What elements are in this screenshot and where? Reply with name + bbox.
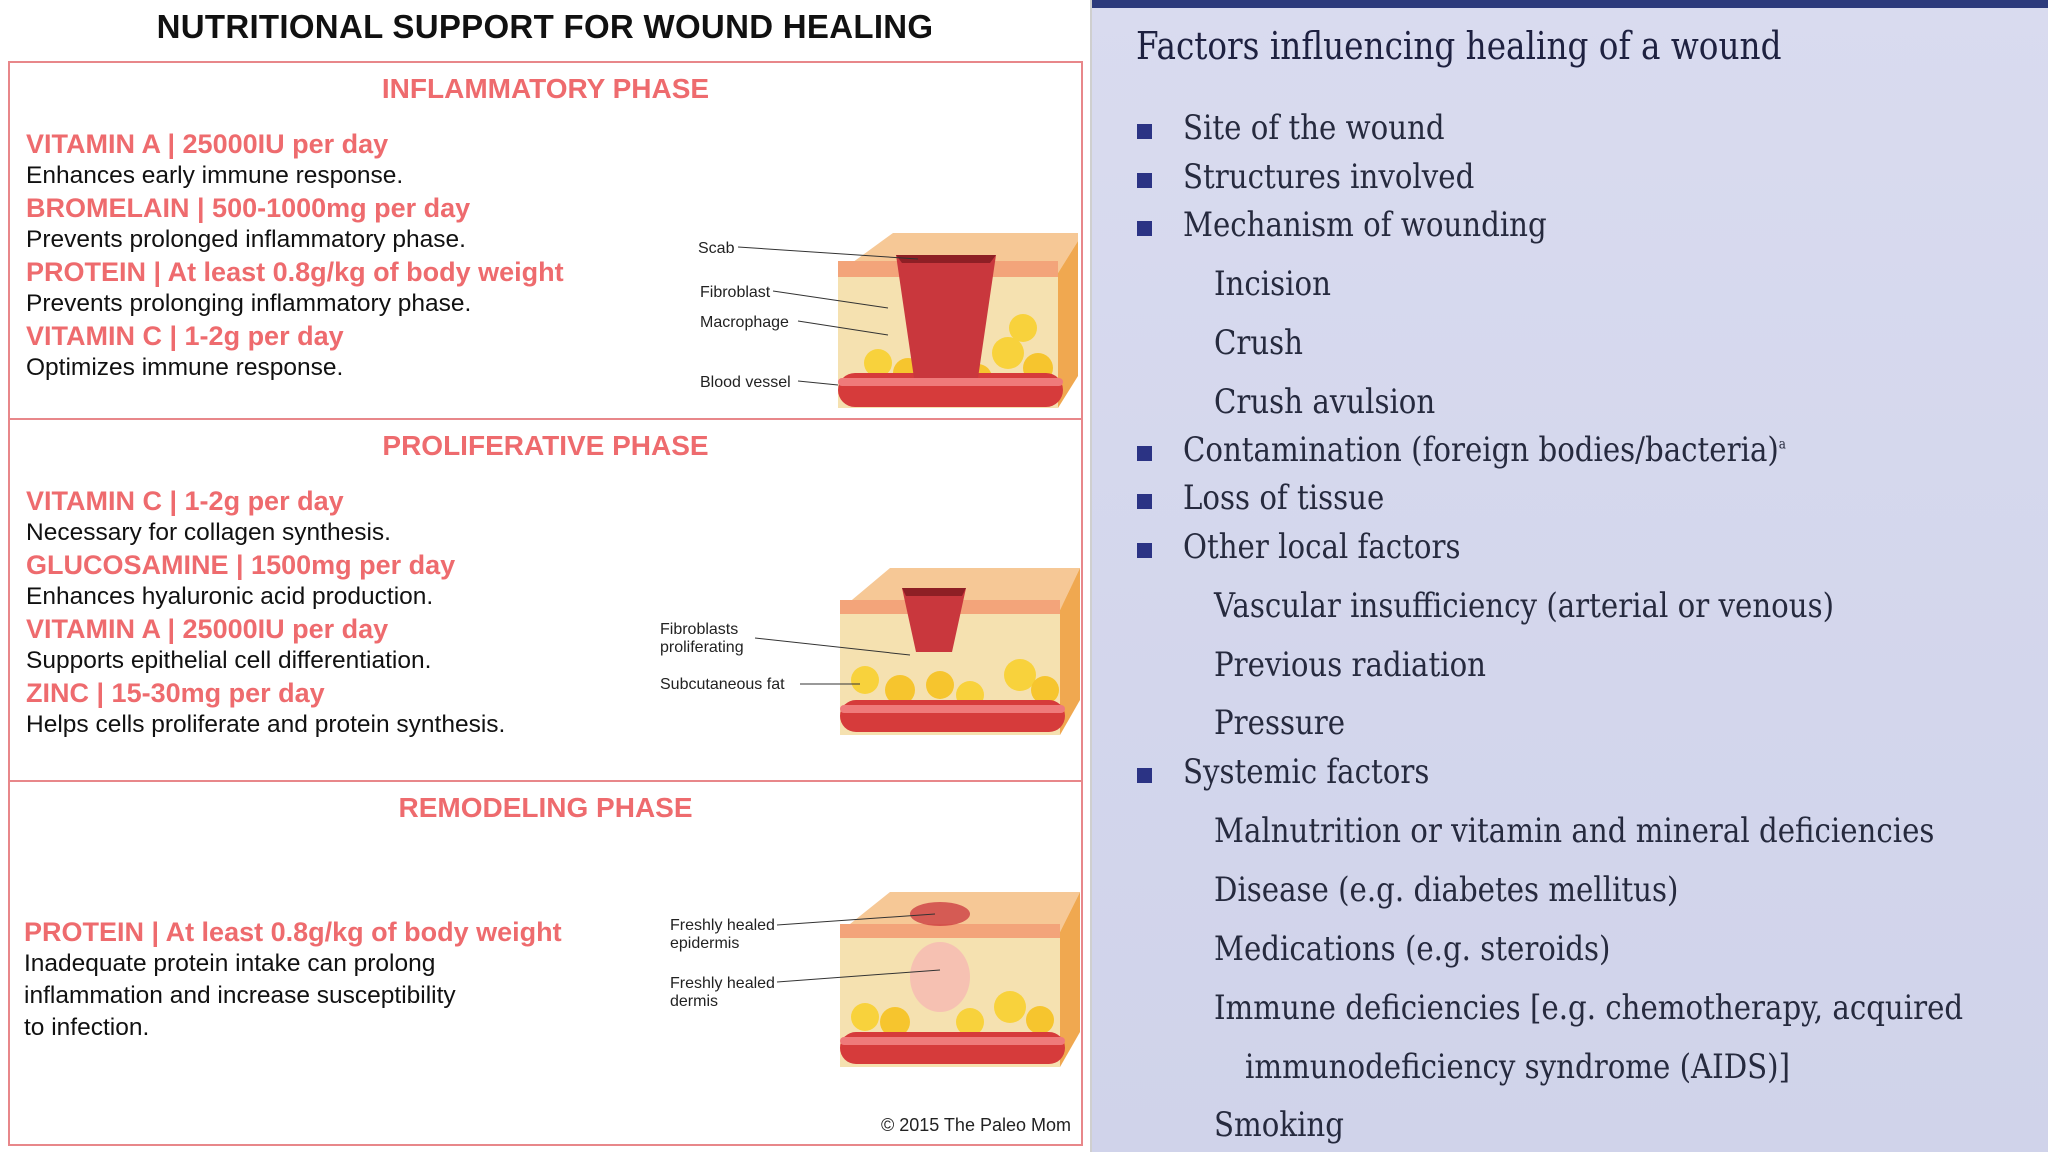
- item-name: GLUCOSAMINE | 1500mg per day: [26, 550, 456, 580]
- item-desc: Enhances early immune response.: [26, 162, 404, 189]
- item-name: VITAMIN C | 1-2g per day: [26, 486, 344, 516]
- remodeling-phase-box: REMODELING PHASE PROTEIN | At least 0.8g…: [8, 780, 1083, 1146]
- factor-subline: Incision: [1214, 264, 1331, 304]
- proliferative-item-list: VITAMIN C | 1-2g per day Necessary for c…: [26, 485, 505, 741]
- item-desc: Necessary for collagen synthesis.: [26, 519, 391, 546]
- item-name: PROTEIN | At least 0.8g/kg of body weigh…: [26, 257, 564, 287]
- item-name: BROMELAIN | 500-1000mg per day: [26, 193, 471, 223]
- label-proliferating: proliferating: [660, 639, 744, 656]
- factor-subline: Pressure: [1214, 703, 1346, 743]
- label-fibroblast: Fibroblast: [700, 284, 771, 301]
- bullet-icon: [1137, 173, 1152, 188]
- factor-subline: immunodeficiency syndrome (AIDS)]: [1245, 1047, 1790, 1087]
- item-desc: Inadequate protein intake can prolong: [24, 950, 436, 977]
- bullet-icon: [1137, 446, 1152, 461]
- inflammatory-item-list: VITAMIN A | 25000IU per day Enhances ear…: [26, 128, 564, 384]
- nutrition-panel: NUTRITIONAL SUPPORT FOR WOUND HEALING IN…: [8, 8, 1083, 1146]
- label-epidermis: epidermis: [670, 935, 739, 952]
- label-dermis: dermis: [670, 993, 718, 1010]
- copyright-text: © 2015 The Paleo Mom: [880, 1115, 1071, 1135]
- item-desc: Enhances hyaluronic acid production.: [26, 583, 434, 610]
- item-name: PROTEIN | At least 0.8g/kg of body weigh…: [24, 917, 562, 947]
- inflammatory-skin-illustration: Scab Fibroblast Macrophage Blood vessel: [698, 233, 1078, 408]
- bullet-icon: [1137, 124, 1152, 139]
- bullet-icon: [1137, 494, 1152, 509]
- bullet-icon: [1137, 221, 1152, 236]
- proliferative-phase-box: PROLIFERATIVE PHASE VITAMIN C | 1-2g per…: [8, 418, 1083, 782]
- item-desc: to infection.: [24, 1014, 150, 1041]
- remodeling-item-list: PROTEIN | At least 0.8g/kg of body weigh…: [24, 916, 562, 1044]
- remodeling-skin-illustration: Freshly healed epidermis Freshly healed …: [670, 892, 1080, 1067]
- factor-subline: Vascular insufficiency (arterial or veno…: [1214, 586, 1835, 626]
- factor-line: Loss of tissue: [1183, 478, 1385, 518]
- factor-subline: Crush: [1214, 323, 1304, 363]
- label-blood-vessel: Blood vessel: [700, 374, 791, 391]
- factor-line: Systemic factors: [1183, 752, 1430, 792]
- factor-line: Other local factors: [1183, 527, 1461, 567]
- item-desc: inflammation and increase susceptibility: [24, 982, 456, 1009]
- label-macrophage: Macrophage: [700, 314, 789, 331]
- phase-title-proliferative: PROLIFERATIVE PHASE: [382, 430, 709, 461]
- inflammatory-phase-box: INFLAMMATORY PHASE VITAMIN A | 25000IU p…: [8, 61, 1083, 420]
- factor-line: Mechanism of wounding: [1183, 205, 1547, 245]
- factor-line: Structures involved: [1183, 157, 1475, 197]
- phase-title-remodeling: REMODELING PHASE: [398, 792, 693, 823]
- footnote-superscript: a: [1778, 436, 1786, 453]
- factor-subline: Disease (e.g. diabetes mellitus): [1214, 870, 1679, 910]
- factor-subline: Crush avulsion: [1214, 382, 1436, 422]
- slide-top-band: [1092, 0, 2048, 8]
- label-freshly-healed-1: Freshly healed: [670, 917, 775, 934]
- factor-subline: Smoking: [1214, 1105, 1344, 1145]
- label-subcutaneous-fat: Subcutaneous fat: [660, 676, 785, 693]
- label-scab: Scab: [698, 240, 735, 257]
- bullet-icon: [1137, 768, 1152, 783]
- proliferative-skin-illustration: Fibroblasts proliferating Subcutaneous f…: [660, 568, 1080, 735]
- item-desc: Optimizes immune response.: [26, 354, 344, 381]
- panel-divider: [1090, 0, 1092, 1152]
- item-desc: Prevents prolonging inflammatory phase.: [26, 290, 472, 317]
- factor-text: Contamination (foreign bodies/bacteria): [1183, 430, 1779, 470]
- item-desc: Supports epithelial cell differentiation…: [26, 647, 432, 674]
- item-name: VITAMIN C | 1-2g per day: [26, 321, 344, 351]
- bullet-icon: [1137, 543, 1152, 558]
- factor-subline: Medications (e.g. steroids): [1214, 929, 1611, 969]
- phase-title-inflammatory: INFLAMMATORY PHASE: [381, 73, 710, 104]
- factor-subline: Malnutrition or vitamin and mineral defi…: [1214, 811, 1935, 851]
- item-name: VITAMIN A | 25000IU per day: [26, 614, 389, 644]
- item-desc: Prevents prolonged inflammatory phase.: [26, 226, 466, 253]
- factor-subline: Previous radiation: [1214, 645, 1487, 685]
- item-name: VITAMIN A | 25000IU per day: [26, 129, 389, 159]
- label-fibroblasts: Fibroblasts: [660, 621, 738, 638]
- label-freshly-healed-2: Freshly healed: [670, 975, 775, 992]
- slide-title: Factors influencing healing of a wound: [1136, 24, 1782, 68]
- factor-line: Contamination (foreign bodies/bacteria)a: [1183, 430, 1786, 470]
- nutrition-title: NUTRITIONAL SUPPORT FOR WOUND HEALING: [156, 8, 934, 45]
- wound-factors-slide: Factors influencing healing of a wound S…: [1092, 0, 2048, 1152]
- factor-subline: Immune deficiencies [e.g. chemotherapy, …: [1214, 988, 1964, 1028]
- factor-line: Site of the wound: [1183, 108, 1445, 148]
- item-name: ZINC | 15-30mg per day: [26, 678, 325, 708]
- item-desc: Helps cells proliferate and protein synt…: [26, 711, 506, 738]
